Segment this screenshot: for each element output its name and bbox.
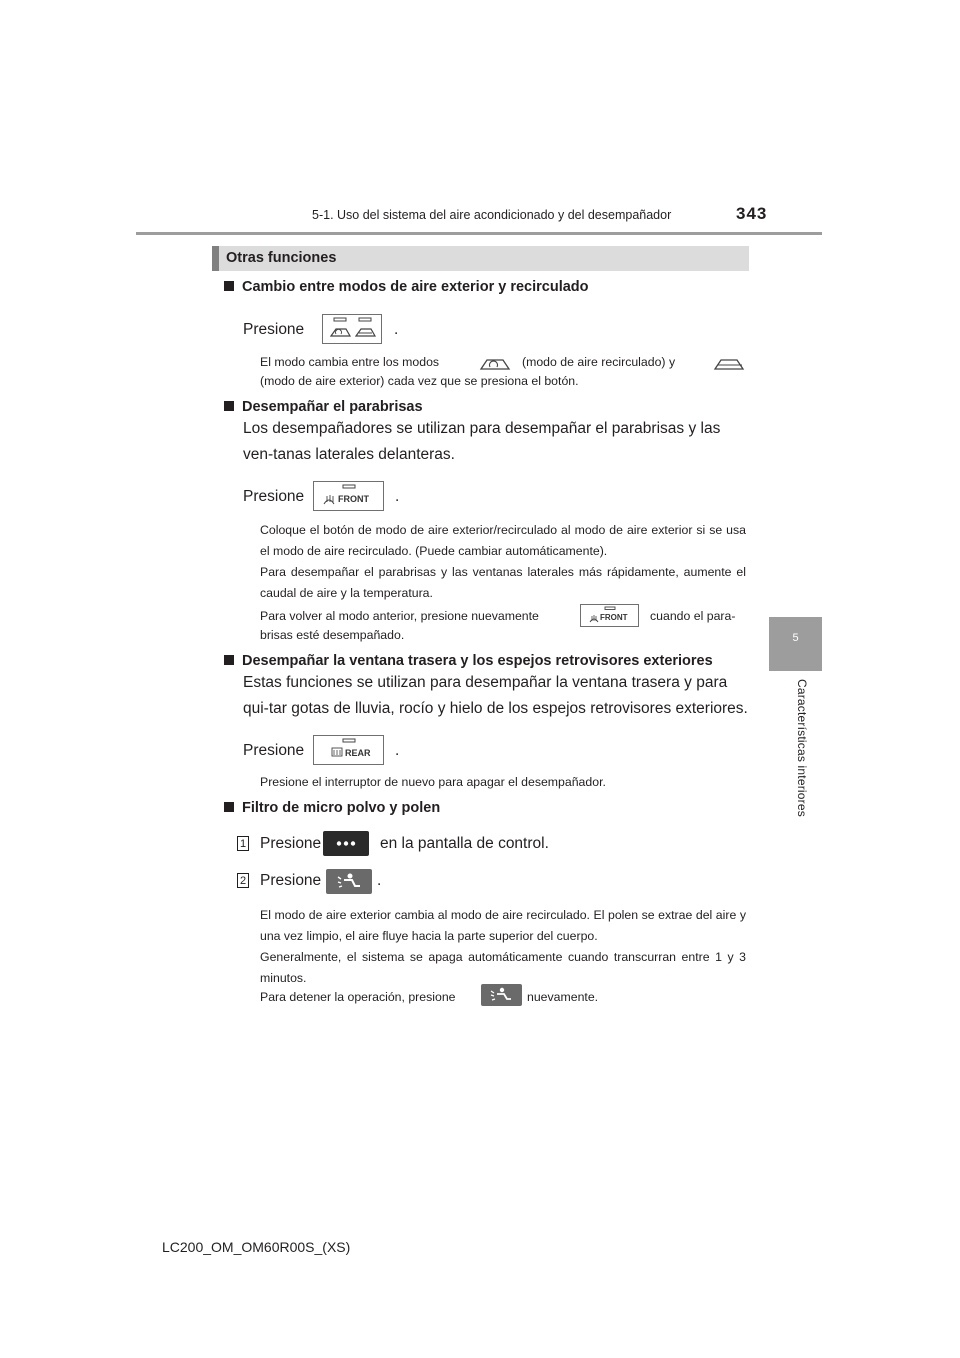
press-prefix: Presione [260,872,322,889]
note-text: (modo de aire recirculado) y [522,355,676,369]
press-suffix: . [395,488,400,505]
press-prefix: Presione [243,742,305,759]
recirculation-button [322,314,382,344]
rear-defog-button: REAR [313,735,384,765]
button-label: FRONT [338,494,369,504]
pollen-filter-button-small [481,984,522,1006]
note-text: nuevamente. [527,990,599,1004]
step-number: 2 [237,873,249,888]
front-defog-button: FRONT [313,481,384,511]
press-suffix: . [394,321,399,338]
note-text: Presione el interruptor de nuevo para ap… [260,775,606,789]
note-text: cuando el para- [650,609,736,623]
heading-pollen-filter: Filtro de micro polvo y polen [224,800,440,816]
bullet-icon [224,655,234,665]
more-dots-icon [336,841,356,846]
note-text: Coloque el botón de modo de aire exterio… [260,523,746,558]
note-text: Para desempañar el parabrisas y las vent… [260,565,746,600]
press-prefix: Presione [243,488,305,505]
chapter-tab-label: Características interiores [795,679,809,817]
seat-airflow-icon [490,987,511,1001]
body-text: Estas funciones se utilizan para desempa… [243,674,748,717]
heading-air-mode: Cambio entre modos de aire exterior y re… [224,279,589,295]
step-text: en la pantalla de control. [380,835,549,852]
windshield-defog-icon [589,606,616,623]
step-number: 1 [237,836,249,851]
press-prefix: Presione [260,835,322,852]
bullet-icon [224,802,234,812]
heading-defog-rear: Desempañar la ventana trasera y los espe… [224,653,713,669]
windshield-defog-icon [323,484,356,505]
chapter-tab [769,617,822,671]
note-text: Generalmente, el sistema se apaga automá… [260,950,746,985]
bullet-icon [224,401,234,411]
page-number: 343 [736,204,768,223]
more-options-button [323,831,369,856]
chapter-tab-number: 5 [792,632,799,644]
seat-airflow-icon [337,873,360,888]
heading-defog-windshield: Desempañar el parabrisas [224,399,423,415]
bullet-icon [224,281,234,291]
note-text: El modo cambia entre los modos [260,355,440,369]
section-title: Otras funciones [226,250,337,266]
button-label: FRONT [600,613,628,622]
note-text: (modo de aire exterior) cada vez que se … [260,374,579,388]
note-text: brisas esté desempañado. [260,628,405,642]
rear-defog-icon [331,738,356,757]
note-text: Para detener la operación, presione [260,990,456,1004]
note-text: Para volver al modo anterior, presione n… [260,609,539,623]
recirculated-car-icon [479,359,511,370]
heading-text: Desempañar el parabrisas [242,399,423,415]
note-text: El modo de aire exterior cambia al modo … [260,908,746,943]
press-suffix: . [377,872,382,889]
header-rule [136,232,822,235]
heading-text: Filtro de micro polvo y polen [242,800,441,816]
pollen-filter-button [326,869,372,894]
press-suffix: . [395,742,400,759]
heading-text: Desempañar la ventana trasera y los espe… [242,653,713,669]
front-defog-button-small: FRONT [580,604,639,627]
recirculation-icon [329,317,377,337]
press-prefix: Presione [243,321,305,338]
footer-code: LC200_OM_OM60R00S_(XS) [162,1239,351,1255]
body-text: Los desempañadores se utilizan para dese… [243,420,721,463]
section-bar [212,246,749,271]
button-label: REAR [345,748,371,758]
outside-air-car-icon [713,359,745,370]
chapter-title: 5-1. Uso del sistema del aire acondicion… [312,208,672,222]
heading-text: Cambio entre modos de aire exterior y re… [242,279,589,295]
